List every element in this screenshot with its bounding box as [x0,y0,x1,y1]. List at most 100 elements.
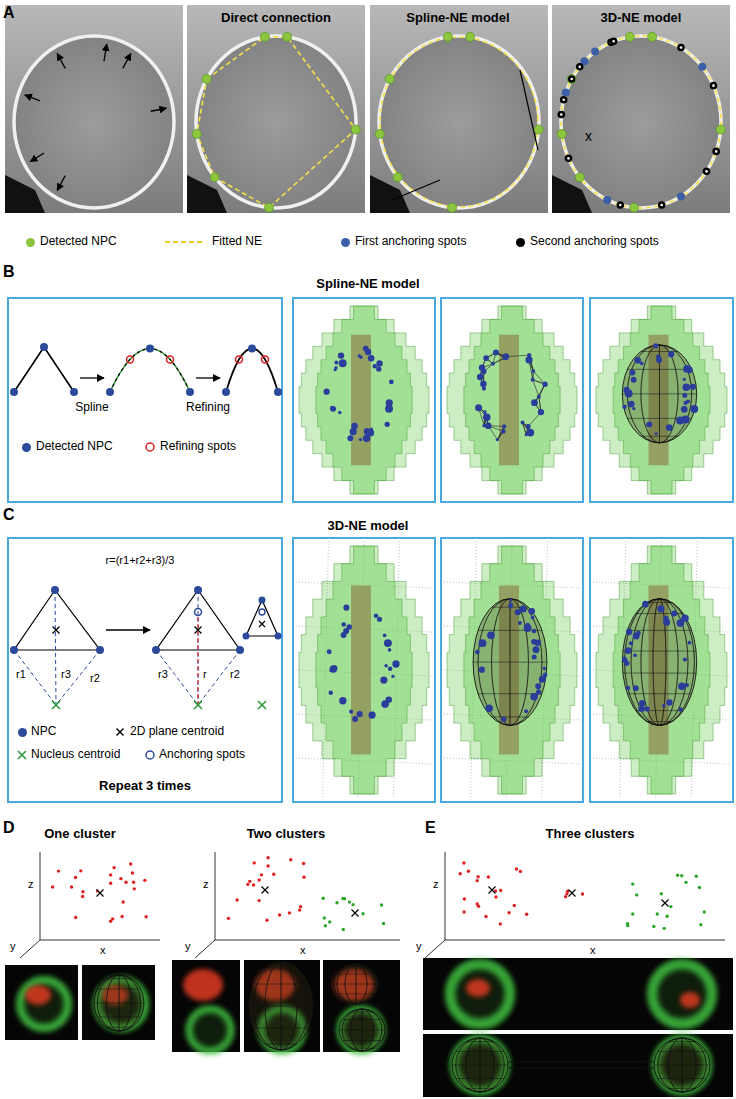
ne-mesh [345,1001,367,1002]
cell-volume [299,546,429,794]
spot-dot [633,653,637,657]
spot-dot [350,428,357,435]
spot-dot [40,343,48,351]
formula-label: r=(r1+r2+r3)/3 [106,554,175,567]
spot-dot [364,428,371,435]
spot-dot [143,879,146,882]
spot-dot [491,362,495,366]
spot-dot [483,414,491,422]
radius-line [56,650,100,705]
spot-dot [388,667,393,672]
spot-dot [623,387,629,393]
spot-dot [272,873,275,876]
spot-dot [253,861,256,864]
spot-dot [660,892,663,895]
spot-dot [375,129,384,138]
spot-dot [631,377,637,383]
spot-dot [482,386,486,390]
ne-mesh [351,1048,374,1049]
spot-dot [485,422,492,429]
spot-dot [109,873,112,876]
spot-dot [515,609,521,615]
ne-mesh [334,984,378,985]
legend-sample [165,241,205,243]
spot-dot [656,912,659,915]
ne-mesh [641,436,678,437]
radius-line [156,650,198,705]
spot-dot [112,866,115,869]
spot-dot [329,691,333,695]
ne-mesh [342,1040,382,1041]
ne-mesh [249,1006,313,1007]
spot-dot [380,676,387,683]
render-panel [293,538,435,802]
tangent-line [520,70,538,150]
micrograph [552,5,730,213]
spot-dot [368,711,375,718]
spot-dot [448,203,457,212]
spot-dot [684,881,687,884]
npc-triangle [246,600,278,636]
fluorescence-image [423,1034,733,1097]
spot-dot [560,96,568,104]
spot-dot [521,421,525,425]
cell-volume [447,306,577,494]
spot-dot [323,916,326,919]
cell-volume [464,546,560,794]
pointer-arrow [57,53,65,68]
spot-dot [386,640,392,646]
spot-dot [330,406,336,412]
ne-mesh [265,1044,297,1045]
render-panel [590,538,733,802]
axis-label: x [300,944,306,957]
spot-dot [334,366,338,370]
legend-text: 2D plane centroid [130,724,224,738]
spot-dot [347,435,353,441]
spot-dot [677,619,685,627]
spot-dot [612,40,615,43]
bridge-signal [504,1063,658,1068]
ne-mesh [466,1088,494,1089]
spot-dot [479,364,485,370]
centroid-mark [52,701,60,709]
axis-line [195,940,215,958]
spot-dot [653,343,658,348]
ne-mesh [625,599,695,726]
spot-dot [532,655,537,660]
spot-dot [385,422,390,427]
refining-spot [167,356,174,363]
spline-curve [110,349,190,393]
note-label: Repeat 3 times [99,778,191,794]
spot-dot [482,424,485,427]
spot-dot [543,673,548,678]
spot-dot [716,125,725,134]
spot-dot [712,148,720,156]
spot-dot [210,173,219,182]
ne-mesh [631,599,688,726]
spot-dot [342,928,345,931]
spot-dot [368,355,375,362]
spot-dot [626,629,632,635]
legend-text: Fitted NE [212,234,262,248]
spot-dot [530,693,538,701]
spot-dot [690,405,698,413]
spot-dot [502,353,509,360]
fluorescence-image [5,965,78,1040]
ne-mesh [265,967,297,968]
spot-dot [363,346,368,351]
render-panel [441,538,583,802]
spot-dot [302,862,305,865]
fluorescence-image [82,965,155,1040]
npc-link [506,355,530,357]
spot-dot [635,893,638,896]
spot-dot [532,629,537,634]
spot-dot [324,924,327,927]
spot-dot [669,905,672,908]
spot-dot [385,75,394,84]
spot-dot [274,388,282,396]
spot-dot [529,608,535,614]
spot-dot [616,201,624,209]
spot-dot [477,374,484,381]
ne-mesh [627,369,691,370]
spot-dot [339,359,347,367]
